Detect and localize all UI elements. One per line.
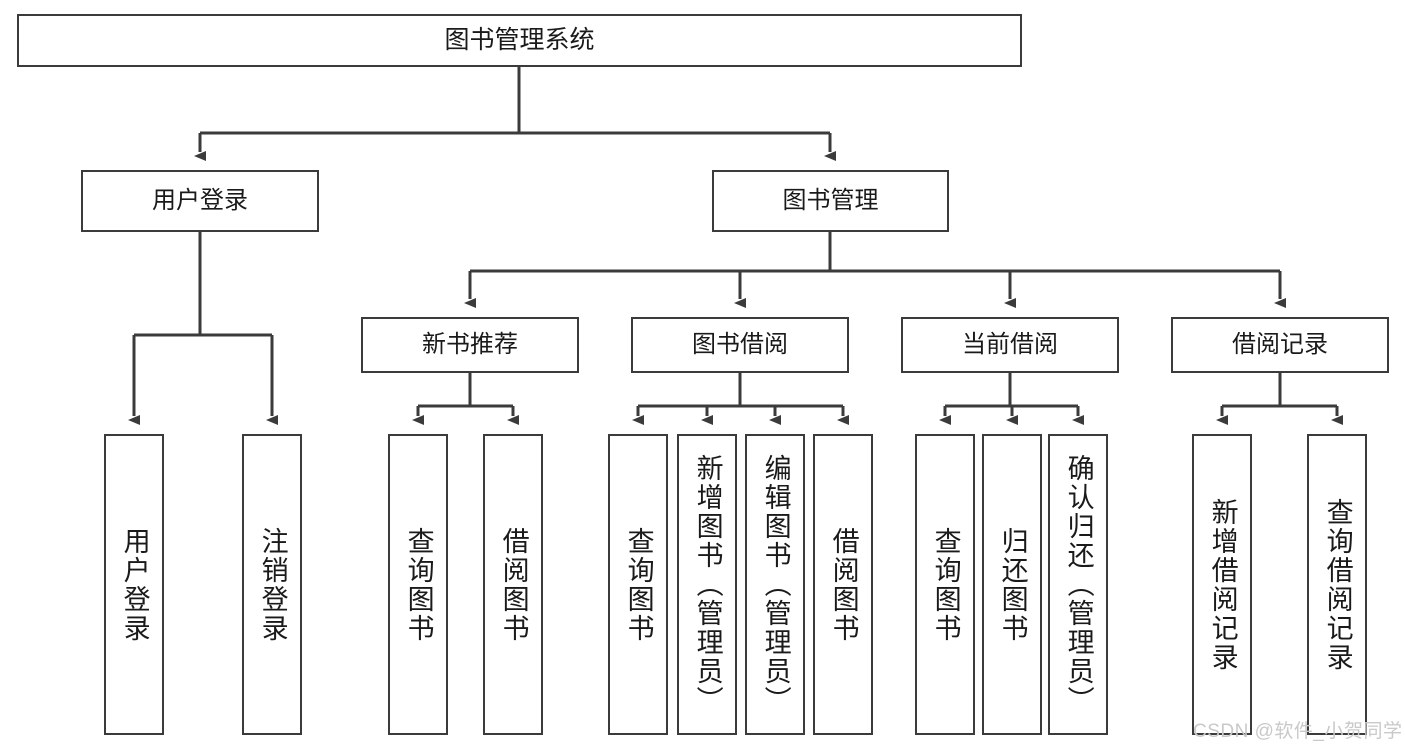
leaf-query-book-2-label: 查询图书 [623, 526, 654, 643]
node-book-manage-label: 图书管理 [782, 187, 879, 214]
node-new-book-rec-label: 新书推荐 [422, 331, 518, 358]
node-current-borrow-label: 当前借阅 [962, 331, 1058, 358]
node-borrow-record[interactable]: 借阅记录 [1171, 317, 1389, 373]
leaf-add-record-label: 新增借阅记录 [1207, 497, 1238, 672]
node-book-manage[interactable]: 图书管理 [712, 170, 949, 232]
node-user-login[interactable]: 用户登录 [81, 170, 319, 232]
leaf-query-record-label: 查询借阅记录 [1322, 497, 1353, 672]
leaf-query-book-2[interactable]: 查询图书 [608, 434, 668, 735]
node-borrow-record-label: 借阅记录 [1232, 331, 1328, 358]
node-book-borrow-label: 图书借阅 [692, 331, 788, 358]
leaf-confirm-return[interactable]: 确认归还（管理员） [1048, 434, 1108, 735]
node-user-login-label: 用户登录 [152, 187, 248, 214]
leaf-return-book-label: 归还图书 [997, 526, 1028, 643]
leaf-user-login-label: 用户登录 [119, 526, 150, 643]
leaf-add-record[interactable]: 新增借阅记录 [1192, 434, 1252, 735]
leaf-confirm-return-label: 确认归还（管理员） [1063, 454, 1094, 715]
leaf-borrow-book-2-label: 借阅图书 [828, 526, 859, 643]
leaf-logout[interactable]: 注销登录 [242, 434, 302, 735]
leaf-user-login[interactable]: 用户登录 [104, 434, 164, 735]
leaf-query-book-1-label: 查询图书 [403, 526, 434, 643]
leaf-query-book-3-label: 查询图书 [930, 526, 961, 643]
csdn-watermark: CSDN @软件_小贺同学 [1193, 721, 1403, 742]
node-book-borrow[interactable]: 图书借阅 [631, 317, 849, 373]
node-current-borrow[interactable]: 当前借阅 [901, 317, 1119, 373]
leaf-edit-book-label: 编辑图书（管理员） [760, 454, 791, 715]
leaf-edit-book[interactable]: 编辑图书（管理员） [745, 434, 805, 735]
leaf-query-book-1[interactable]: 查询图书 [388, 434, 448, 735]
leaf-query-record[interactable]: 查询借阅记录 [1307, 434, 1367, 735]
leaf-add-book-label: 新增图书（管理员） [692, 454, 723, 715]
node-root-label: 图书管理系统 [444, 26, 595, 54]
leaf-return-book[interactable]: 归还图书 [982, 434, 1042, 735]
node-root[interactable]: 图书管理系统 [17, 14, 1022, 67]
leaf-logout-label: 注销登录 [257, 526, 288, 643]
leaf-borrow-book-1-label: 借阅图书 [498, 526, 529, 643]
leaf-query-book-3[interactable]: 查询图书 [915, 434, 975, 735]
leaf-borrow-book-1[interactable]: 借阅图书 [483, 434, 543, 735]
leaf-borrow-book-2[interactable]: 借阅图书 [813, 434, 873, 735]
node-new-book-rec[interactable]: 新书推荐 [361, 317, 579, 373]
leaf-add-book[interactable]: 新增图书（管理员） [677, 434, 737, 735]
